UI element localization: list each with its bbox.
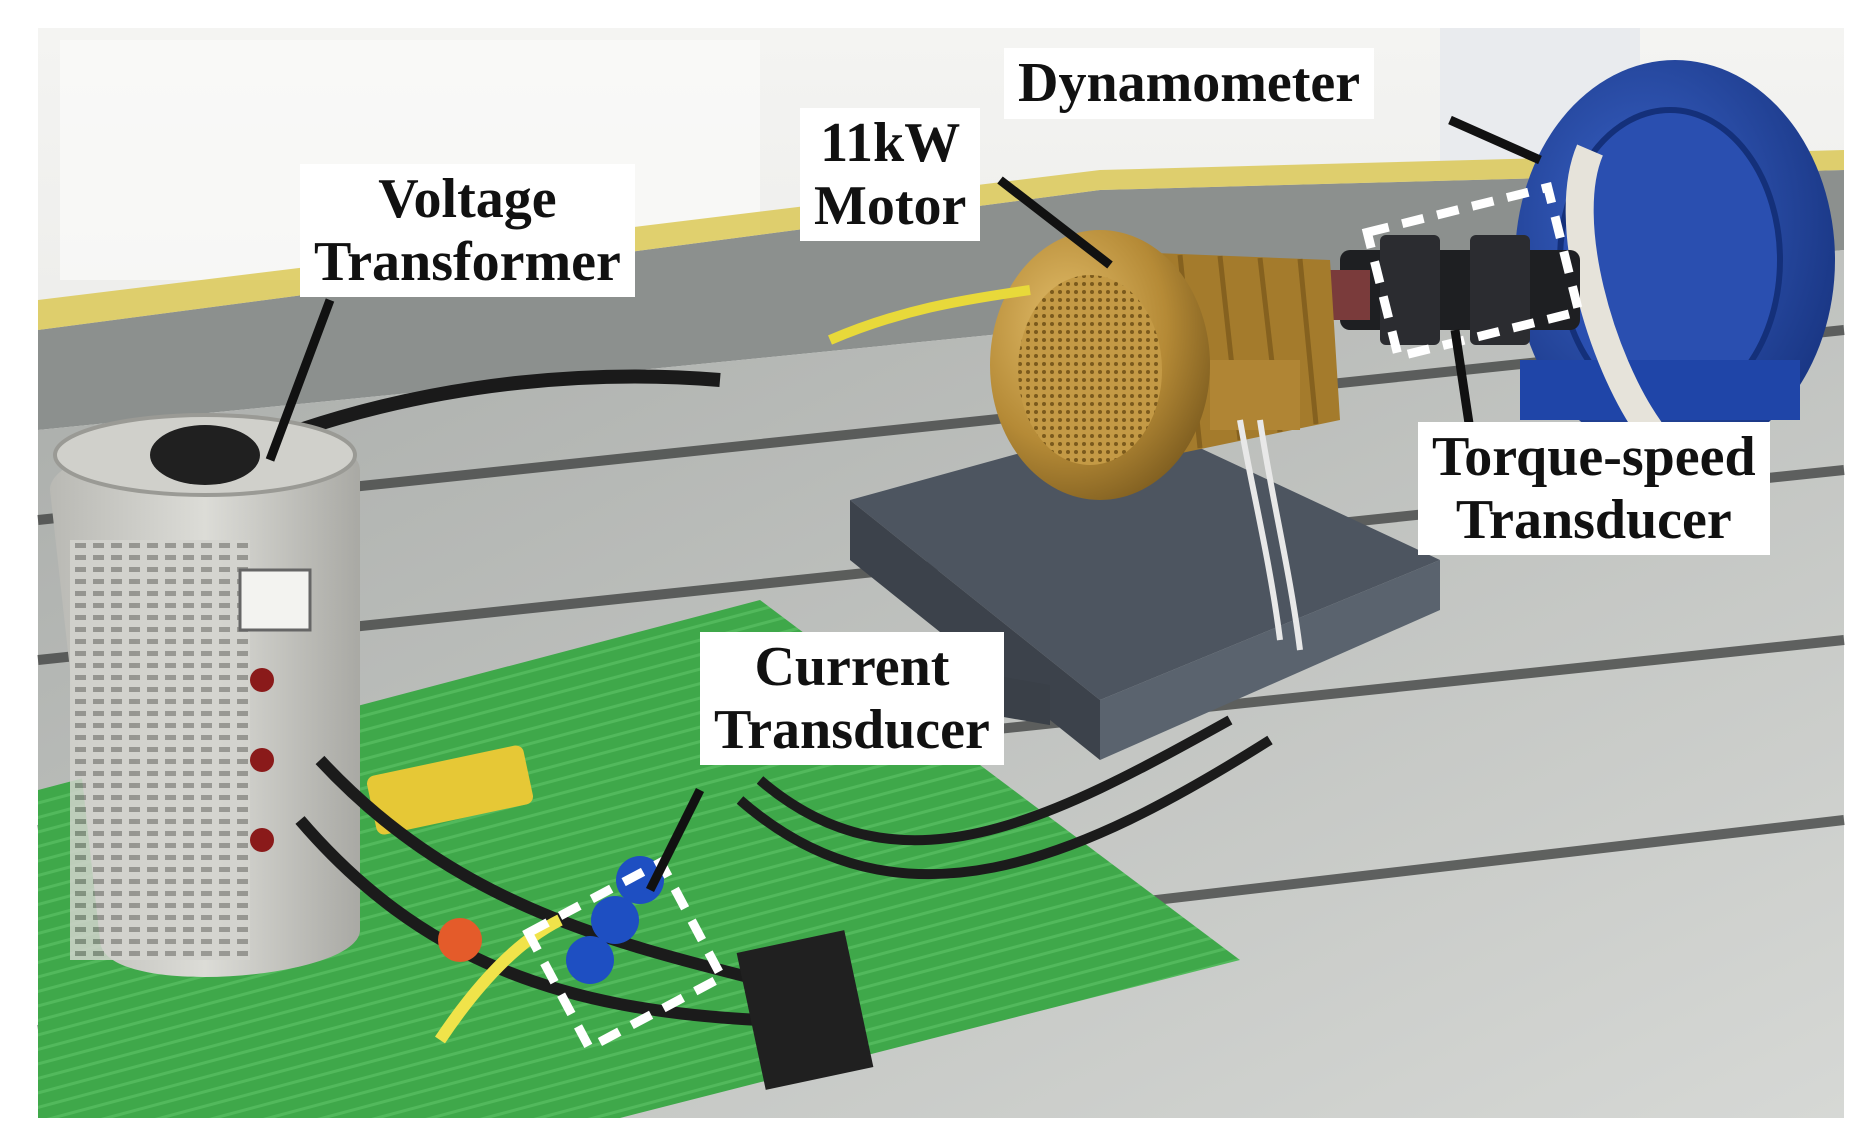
torque-transducer-highlight [1361,181,1585,363]
black-cables-back [297,369,721,437]
motor [990,230,1340,651]
current-transducer-highlight [522,856,728,1054]
yellow-cable [828,285,1031,345]
current-transducer [295,715,1273,1090]
label-motor: 11kW Motor [800,108,981,242]
label-voltage-transformer: Voltage Transformer [300,164,635,298]
label-torque-speed-transducer: Torque-speed Transducer [1418,422,1770,556]
torque-speed-transducer [1330,235,1580,345]
dynamometer [1515,60,1835,460]
label-dynamometer: Dynamometer [1004,48,1375,119]
label-current-transducer: Current Transducer [700,632,1004,766]
multimeter [366,745,534,835]
pointer-lines [265,115,1542,893]
voltage-transformer [50,413,360,978]
